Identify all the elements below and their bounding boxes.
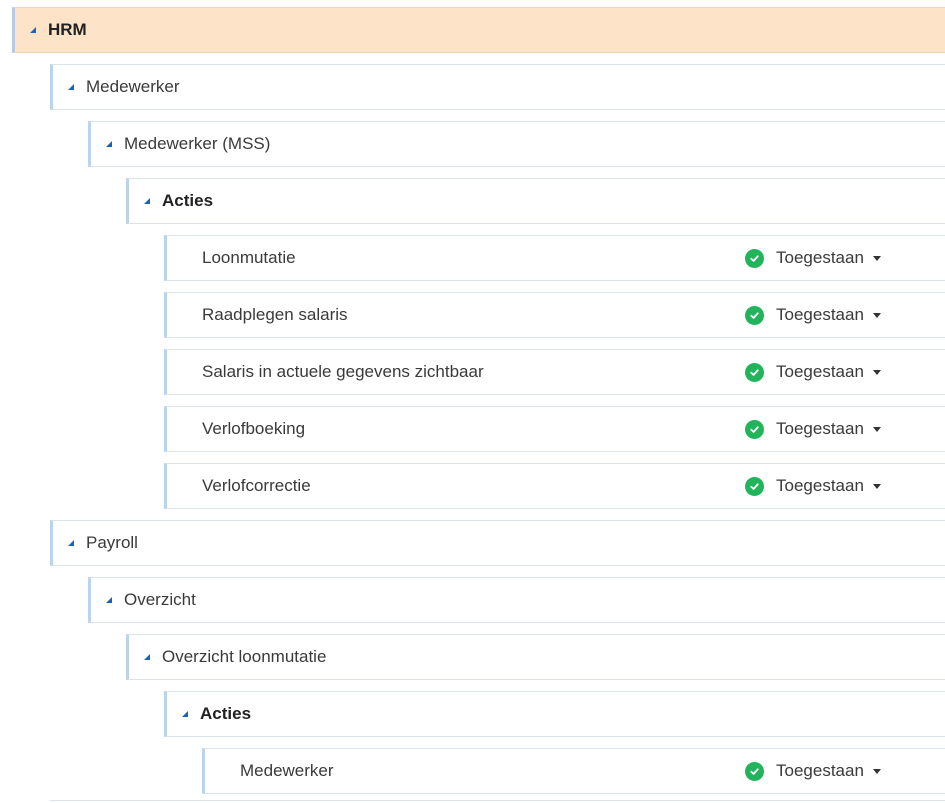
tree-node-label: Medewerker <box>86 77 180 96</box>
caret-down-icon[interactable] <box>872 768 881 774</box>
check-circle-icon <box>745 476 764 496</box>
tree-node-medewerker[interactable]: Medewerker Toegestaan <box>202 748 945 794</box>
permission-status-label: Toegestaan <box>776 419 864 438</box>
tree-node-label: Loonmutatie <box>202 248 296 267</box>
tree-node-label: Medewerker (MSS) <box>124 134 271 153</box>
tree-node-label: Overzicht loonmutatie <box>162 647 327 666</box>
tree-node-raadplegen-salaris[interactable]: Raadplegen salaris Toegestaan <box>164 292 945 338</box>
tree-node-label: Acties <box>162 191 214 210</box>
tree-node-medewerker[interactable]: Medewerker <box>50 64 945 110</box>
permission-status-label: Toegestaan <box>776 476 864 495</box>
check-circle-icon <box>745 305 764 325</box>
permission-status-label: Toegestaan <box>776 761 864 780</box>
check-circle-icon <box>745 362 764 382</box>
permission-status-dropdown[interactable]: Toegestaan <box>745 236 881 280</box>
permission-status-dropdown[interactable]: Toegestaan <box>745 464 881 508</box>
next-row-edge <box>50 800 945 801</box>
caret-down-icon[interactable] <box>872 483 881 489</box>
permission-status-dropdown[interactable]: Toegestaan <box>745 350 881 394</box>
tree-node-label: Acties <box>200 704 252 723</box>
caret-expanded-icon[interactable] <box>30 27 36 33</box>
tree-node-acties[interactable]: Acties <box>164 691 945 737</box>
permission-status-label: Toegestaan <box>776 362 864 381</box>
caret-down-icon[interactable] <box>872 426 881 432</box>
check-circle-icon <box>745 761 764 781</box>
tree-node-overzicht[interactable]: Overzicht <box>88 577 945 623</box>
check-circle-icon <box>745 419 764 439</box>
tree-node-overzicht-loonmutatie[interactable]: Overzicht loonmutatie <box>126 634 945 680</box>
caret-expanded-icon[interactable] <box>182 711 188 717</box>
permission-status-label: Toegestaan <box>776 248 864 267</box>
caret-down-icon[interactable] <box>872 312 881 318</box>
tree-node-label: Overzicht <box>124 590 196 609</box>
tree-node-verlofboeking[interactable]: Verlofboeking Toegestaan <box>164 406 945 452</box>
caret-down-icon[interactable] <box>872 369 881 375</box>
tree-node-payroll[interactable]: Payroll <box>50 520 945 566</box>
tree-node-salaris-in-actuele-gegevens-zichtbaar[interactable]: Salaris in actuele gegevens zichtbaar Toe… <box>164 349 945 395</box>
tree-node-label: HRM <box>48 20 87 39</box>
tree-node-label: Verlofboeking <box>202 419 306 438</box>
tree-node-label: Payroll <box>86 533 138 552</box>
tree-node-verlofcorrectie[interactable]: Verlofcorrectie Toegestaan <box>164 463 945 509</box>
tree-node-label: Salaris in actuele gegevens zichtbaar <box>202 362 484 381</box>
caret-expanded-icon[interactable] <box>144 654 150 660</box>
permission-status-dropdown[interactable]: Toegestaan <box>745 407 881 451</box>
caret-expanded-icon[interactable] <box>68 540 74 546</box>
caret-down-icon[interactable] <box>872 255 881 261</box>
tree-node-hrm[interactable]: HRM <box>12 7 945 53</box>
caret-expanded-icon[interactable] <box>106 597 112 603</box>
caret-expanded-icon[interactable] <box>144 198 150 204</box>
permission-status-label: Toegestaan <box>776 305 864 324</box>
caret-expanded-icon[interactable] <box>106 141 112 147</box>
tree-node-loonmutatie[interactable]: Loonmutatie Toegestaan <box>164 235 945 281</box>
tree-node-label: Verlofcorrectie <box>202 476 311 495</box>
tree-node-medewerker-mss[interactable]: Medewerker (MSS) <box>88 121 945 167</box>
tree-node-label: Medewerker <box>240 761 334 780</box>
caret-expanded-icon[interactable] <box>68 84 74 90</box>
permission-status-dropdown[interactable]: Toegestaan <box>745 293 881 337</box>
permission-status-dropdown[interactable]: Toegestaan <box>745 749 881 793</box>
tree-node-acties[interactable]: Acties <box>126 178 945 224</box>
tree-node-label: Raadplegen salaris <box>202 305 348 324</box>
check-circle-icon <box>745 248 764 268</box>
